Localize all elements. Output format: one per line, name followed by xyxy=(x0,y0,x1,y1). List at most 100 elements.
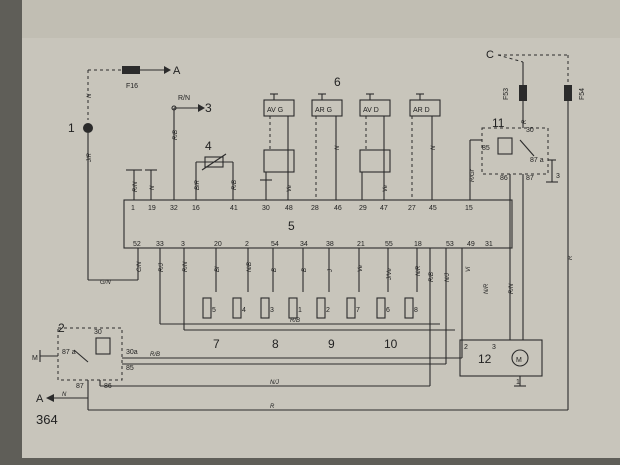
ecu-top-pins: 1 19 32 16 41 30 48 28 46 29 47 27 45 15 xyxy=(131,205,473,212)
bottom-pin-53: 53 xyxy=(446,241,454,248)
relay2-m: M xyxy=(32,355,38,362)
relay11-pin3: 3 xyxy=(556,173,560,180)
motor-pin2: 2 xyxy=(464,344,468,351)
wl-m-n: R/N xyxy=(133,181,139,192)
wl-r-n4: N/R xyxy=(484,283,490,294)
relay2-pin30a: 30a xyxy=(126,349,138,356)
motor-pin3: 3 xyxy=(492,344,496,351)
wl-r-b-coils: R/B xyxy=(290,318,300,324)
bottom-pin-20: 20 xyxy=(214,241,222,248)
wl-r-b: R/B xyxy=(173,130,179,140)
right-supply xyxy=(481,54,572,410)
injector-avg-label: AV G xyxy=(267,107,283,114)
top-pin-45: 45 xyxy=(429,205,437,212)
top-pin-47: 47 xyxy=(380,205,388,212)
relay2-pin87: 87 xyxy=(76,383,84,390)
wl-ve-inj1: Ve xyxy=(287,184,293,192)
motor-pin1: 1 xyxy=(516,379,520,386)
injector-avd-label: AV D xyxy=(363,107,379,114)
ecu-box xyxy=(123,199,513,249)
callout-1: 1 xyxy=(68,121,75,135)
wl-r-n5: R/N xyxy=(509,283,515,294)
wl-n-bottom: N xyxy=(62,392,67,398)
wl-b: B xyxy=(302,268,308,272)
top-pin-1: 1 xyxy=(131,205,135,212)
bottom-pin-33: 33 xyxy=(156,241,164,248)
bottom-pin-52: 52 xyxy=(133,241,141,248)
wl-nj-bottom: N/J xyxy=(270,380,280,386)
relay11-pin30: 30 xyxy=(526,127,534,134)
wl-jr: J/R xyxy=(87,152,93,163)
left-supply xyxy=(83,66,171,281)
wl-ve: Ve xyxy=(358,264,364,272)
wl-b-r: B/R xyxy=(195,179,201,190)
callout-3: 3 xyxy=(205,101,212,115)
top-pin-19: 19 xyxy=(148,205,156,212)
top-pin-16: 16 xyxy=(192,205,200,212)
wl-n-r: N/R xyxy=(416,265,422,276)
top-pin-32: 32 xyxy=(170,205,178,212)
fuse-f54 xyxy=(564,85,572,101)
injector-ard-label: AR D xyxy=(413,107,430,114)
letter-c: C xyxy=(486,49,494,61)
wl-n-inj4: N xyxy=(431,145,437,150)
top-pin-27: 27 xyxy=(408,205,416,212)
fuse-f16-label: F16 xyxy=(126,83,138,90)
relay11-pin87: 87 xyxy=(526,175,534,182)
wl-g-n: G/N xyxy=(100,280,111,286)
injector-arg-label: AR G xyxy=(315,107,332,114)
callout-6: 6 xyxy=(334,75,341,89)
wl-n-b: N/B xyxy=(247,262,253,272)
wl-r-b3: R/B xyxy=(429,272,435,282)
coil-num-1: 1 xyxy=(298,307,302,314)
wl-r-bottom: R xyxy=(270,404,275,410)
wire-labels: N J/R R/N R/B B/R R/B R/N N G/N C/N R/J … xyxy=(62,93,574,410)
relay11-pin86: 86 xyxy=(500,175,508,182)
coil-num-3: 3 xyxy=(270,307,274,314)
bottom-pin-34: 34 xyxy=(300,241,308,248)
bottom-pin-2: 2 xyxy=(245,241,249,248)
callout-9: 9 xyxy=(328,337,335,351)
fuse-f53-label: F53 xyxy=(503,88,510,100)
injector-avg: AV G xyxy=(260,93,295,200)
wl-r-n3: R/N xyxy=(183,261,189,272)
wl-b-r2: R/B xyxy=(232,180,238,190)
bottom-pin-18: 18 xyxy=(414,241,422,248)
wl-g-n2: C/N xyxy=(137,261,143,272)
wl-n-j: N/J xyxy=(445,272,451,282)
callout-2: 2 xyxy=(58,321,65,335)
paper-top-shade xyxy=(22,0,620,38)
relay-11 xyxy=(481,127,549,175)
relay2-pin86: 86 xyxy=(104,383,112,390)
motor-m: M xyxy=(516,357,522,364)
wl-r-f53: R xyxy=(522,119,528,124)
wl-vi: Vi xyxy=(466,266,472,272)
top-pin-29: 29 xyxy=(359,205,367,212)
top-pin-28: 28 xyxy=(311,205,319,212)
relay2-pin30: 30 xyxy=(94,329,102,336)
top-pin-30: 30 xyxy=(262,205,270,212)
wl-r-right: R xyxy=(568,255,574,260)
injector-avd: AV D xyxy=(359,93,391,200)
callout-4: 4 xyxy=(205,139,212,153)
arrow-a-top: A xyxy=(173,65,181,77)
fuse-f53 xyxy=(519,85,527,101)
lamp-1 xyxy=(83,123,93,133)
top-pin-41: 41 xyxy=(230,205,238,212)
wl-j-ve: J/Ve xyxy=(387,268,393,281)
callout-10: 10 xyxy=(384,337,398,351)
injector-ard: AR D xyxy=(409,93,441,200)
ecu-bottom-pins: 52 33 3 20 2 54 34 38 21 55 18 53 49 31 xyxy=(133,241,493,248)
wl-bl: Bl xyxy=(215,266,221,272)
bottom-pin-55: 55 xyxy=(385,241,393,248)
relay2-pin85: 85 xyxy=(126,365,134,372)
top-pin-15: 15 xyxy=(465,205,473,212)
top-pin-48: 48 xyxy=(285,205,293,212)
callout-12: 12 xyxy=(478,352,492,366)
sensor-4-resistor xyxy=(204,156,224,168)
coil-numbers: 5 4 3 1 2 7 6 8 xyxy=(212,307,418,314)
bottom-pin-49: 49 xyxy=(467,241,475,248)
coil-num-8: 8 xyxy=(414,307,418,314)
